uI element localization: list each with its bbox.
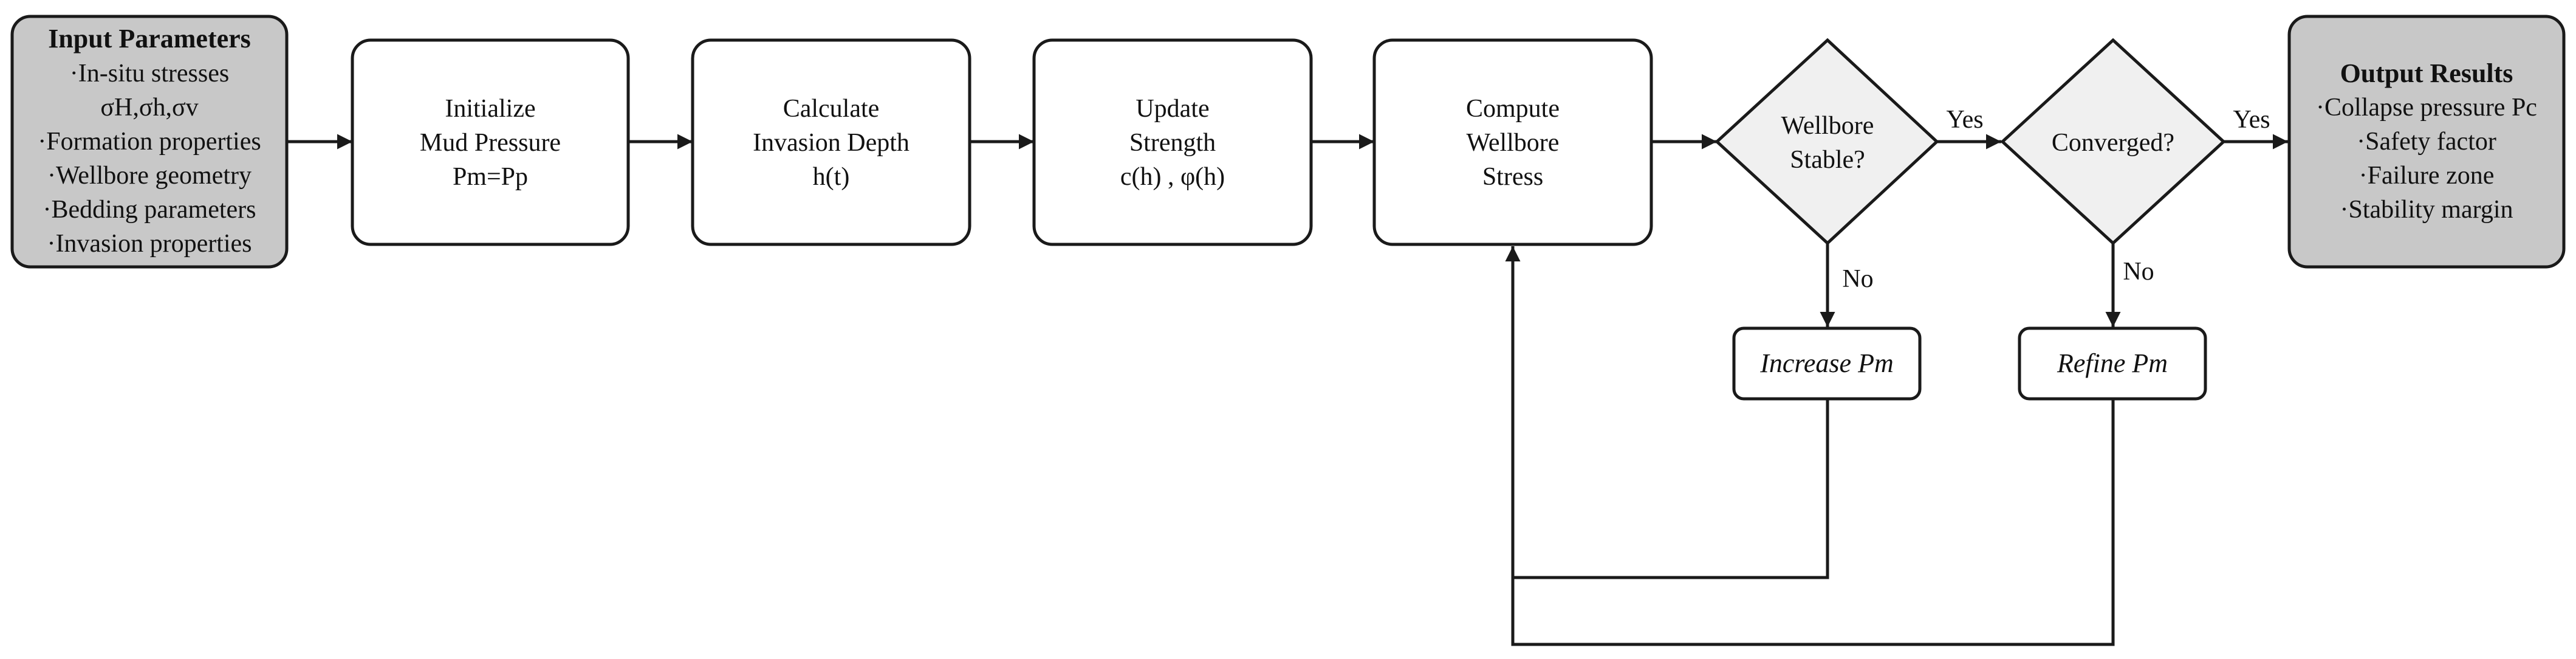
refine-pm-box: Refine Pm <box>2018 326 2207 401</box>
output-line: ·Failure zone <box>2359 162 2495 190</box>
stable-line: Wellbore <box>1781 112 1874 140</box>
update-strength-box: Update Strength c(h) , φ(h) <box>1032 38 1313 246</box>
edge-increase-loop-back <box>1513 399 1829 579</box>
output-line: ·Collapse pressure Pc <box>2316 94 2537 122</box>
compute-wellbore-stress-box: Compute Wellbore Stress <box>1372 38 1653 246</box>
no-label-stable: No <box>1842 265 1873 293</box>
input-param-line: σH,σh,σv <box>100 94 198 122</box>
initialize-mud-pressure-box: Initialize Mud Pressure Pm=Pp <box>351 38 630 246</box>
input-param-line: ·Bedding parameters <box>43 196 256 224</box>
invasion-line: Calculate <box>783 95 880 123</box>
increase-pm-box: Increase Pm <box>1732 326 1922 401</box>
input-param-line: ·In-situ stresses <box>70 60 229 88</box>
stress-line: Stress <box>1482 163 1543 191</box>
invasion-line: h(t) <box>813 163 850 191</box>
yes-label-converged: Yes <box>2233 106 2270 134</box>
output-line: ·Safety factor <box>2357 128 2496 156</box>
yes-label-stable: Yes <box>1946 106 1983 134</box>
input-parameters-title: Input Parameters <box>48 24 251 53</box>
calculate-invasion-depth-box: Calculate Invasion Depth h(t) <box>691 38 971 246</box>
strength-line: Strength <box>1129 129 1216 157</box>
output-results-title: Output Results <box>2340 58 2513 88</box>
output-line: ·Stability margin <box>2340 196 2513 224</box>
initialize-line: Mud Pressure <box>420 129 561 157</box>
input-parameters-box: Input Parameters ·In-situ stresses σH,σh… <box>10 15 289 269</box>
stable-line: Stable? <box>1790 146 1865 174</box>
input-param-line: ·Invasion properties <box>47 230 252 258</box>
converged-decision: Converged? <box>2000 38 2226 246</box>
strength-line: Update <box>1136 95 1209 123</box>
invasion-line: Invasion Depth <box>753 129 909 157</box>
edge-labels: Yes No Yes No <box>1842 106 2270 293</box>
converged-line: Converged? <box>2052 129 2174 157</box>
input-param-line: ·Formation properties <box>38 128 261 156</box>
no-label-converged: No <box>2123 258 2154 286</box>
initialize-line: Pm=Pp <box>453 163 528 191</box>
output-results-box: Output Results ·Collapse pressure Pc ·Sa… <box>2287 15 2566 269</box>
stress-line: Compute <box>1466 95 1560 123</box>
input-param-line: ·Wellbore geometry <box>47 162 252 190</box>
wellbore-stable-decision: Wellbore Stable? <box>1714 38 1939 246</box>
strength-line: c(h) , φ(h) <box>1120 163 1225 191</box>
edge-refine-loop-back <box>1505 246 2115 646</box>
connectors <box>287 134 2288 646</box>
stress-line: Wellbore <box>1467 129 1560 157</box>
increase-pm-label: Increase Pm <box>1759 348 1894 378</box>
initialize-line: Initialize <box>445 95 535 123</box>
refine-pm-label: Refine Pm <box>2057 348 2168 378</box>
